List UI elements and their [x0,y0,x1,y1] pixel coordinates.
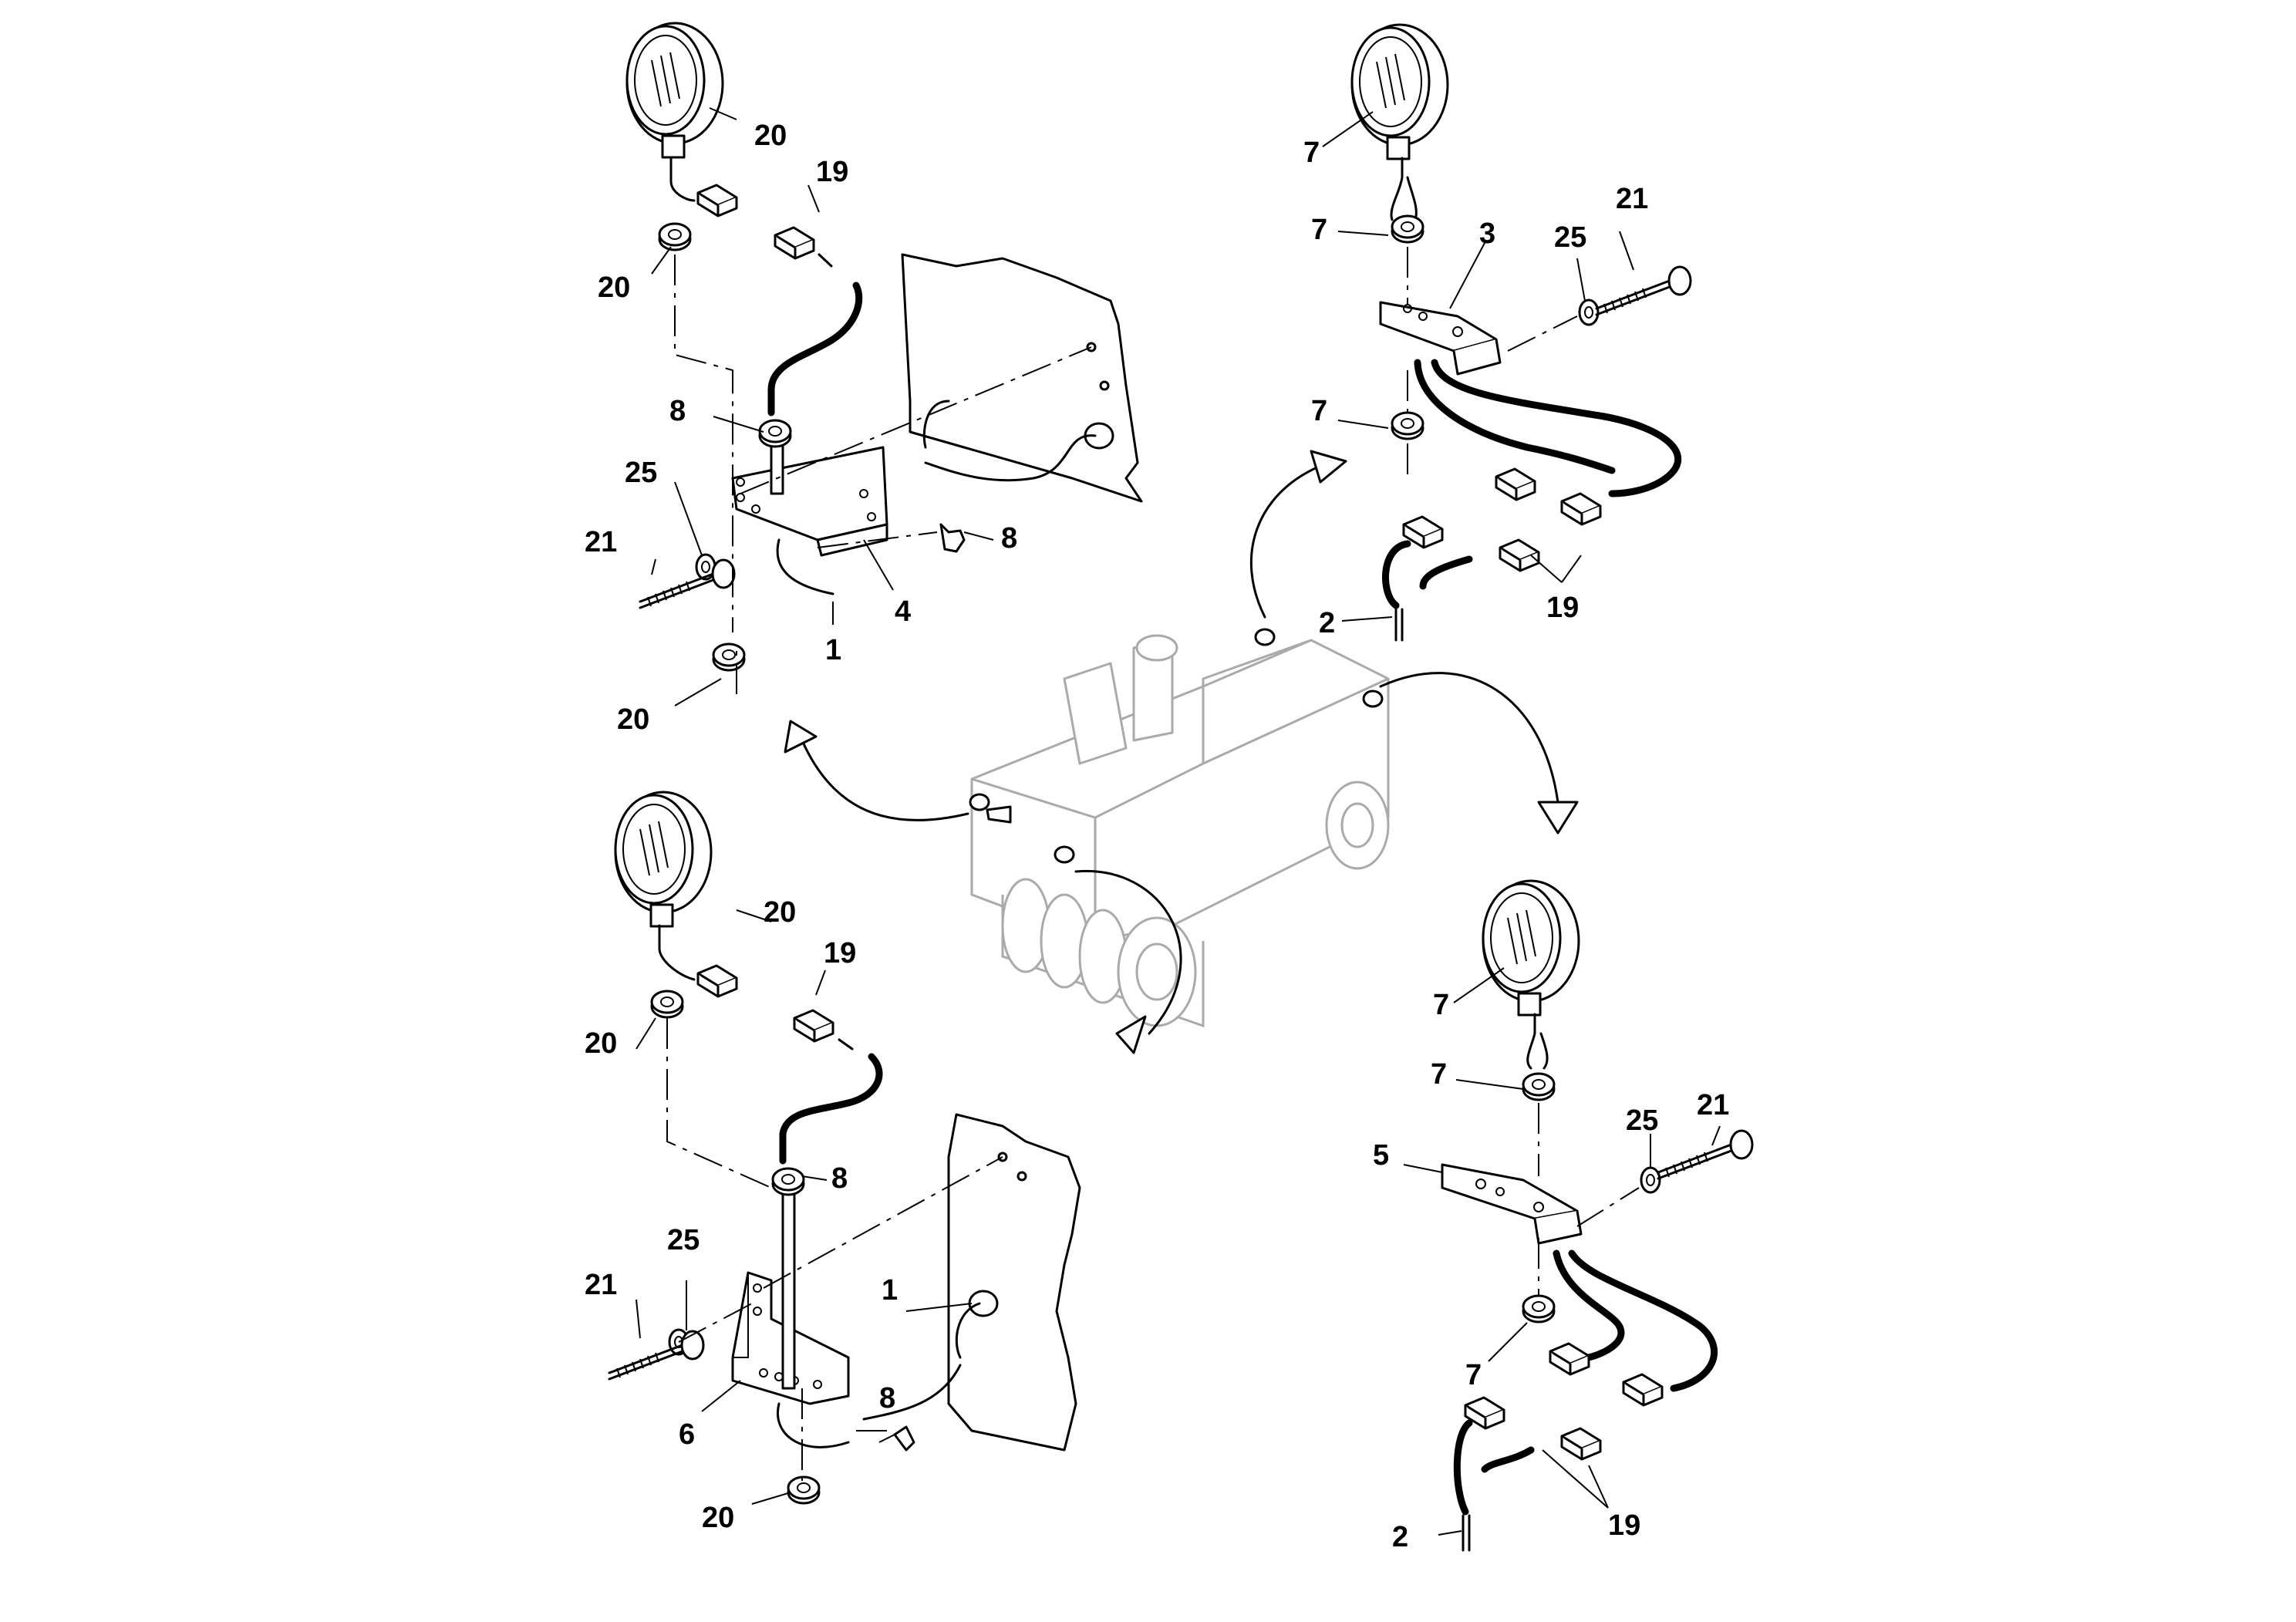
callout-tl-cable: 1 [825,634,841,666]
arrow-bottom-right [1379,672,1579,835]
callout-tl-grommet: 20 [598,271,630,304]
assembly-top-left [625,22,1143,694]
callout-tr-grommet: 7 [1311,214,1327,246]
callout-tr-bracket: 3 [1479,218,1495,250]
callout-br-cable: 2 [1392,1521,1408,1553]
arrow-bottom-left [1074,869,1182,1054]
callout-bl-bushing-side: 8 [879,1382,895,1415]
callout-tl-screw: 21 [585,526,617,558]
arrow-top-left [784,720,969,821]
callout-tr-connector: 19 [1546,592,1579,624]
callout-bl-bracket: 6 [679,1418,695,1451]
callout-tl-connector: 19 [816,156,848,188]
leader-lines [636,107,1721,1536]
callout-br-grommet: 7 [1431,1058,1447,1091]
callout-bl-connector: 19 [824,937,856,969]
callout-bl-screw: 21 [585,1269,617,1301]
callout-br-lamp: 7 [1433,989,1449,1021]
callout-tl-lamp: 20 [754,120,787,152]
callout-labels: 20 20 19 8 25 21 8 1 4 20 7 7 3 25 21 7 … [585,120,1729,1553]
assembly-bottom-left [608,791,1081,1505]
callout-tl-bushing: 8 [669,395,686,427]
callout-bl-grommet: 20 [585,1027,617,1060]
assembly-bottom-right [1441,879,1754,1552]
callout-tr-cable: 2 [1319,607,1335,639]
callout-tl-bushing-side: 8 [1001,522,1017,555]
callout-bl-washer: 25 [667,1224,700,1256]
roller-machine [969,628,1390,1028]
arrow-top-right [1249,450,1347,619]
callout-tr-nut: 7 [1311,395,1327,427]
callout-br-connector: 19 [1608,1509,1640,1542]
callout-br-screw: 21 [1697,1089,1729,1121]
callout-br-washer: 25 [1626,1104,1658,1137]
callout-bl-lamp: 20 [764,896,796,929]
callout-tl-bracket: 4 [895,595,911,628]
callout-bl-nut: 20 [702,1502,734,1534]
callout-br-bracket: 5 [1373,1139,1389,1172]
callout-tr-lamp: 7 [1303,137,1320,169]
callout-bl-bushing: 8 [831,1162,848,1195]
callout-tl-nut: 20 [617,703,649,736]
callout-tr-washer: 25 [1554,221,1586,254]
callout-bl-cable: 1 [882,1274,898,1307]
callout-tl-washer: 25 [625,457,657,489]
callout-tr-screw: 21 [1616,183,1648,215]
assembly-top-right [1350,23,1692,642]
callout-br-nut: 7 [1465,1359,1482,1391]
